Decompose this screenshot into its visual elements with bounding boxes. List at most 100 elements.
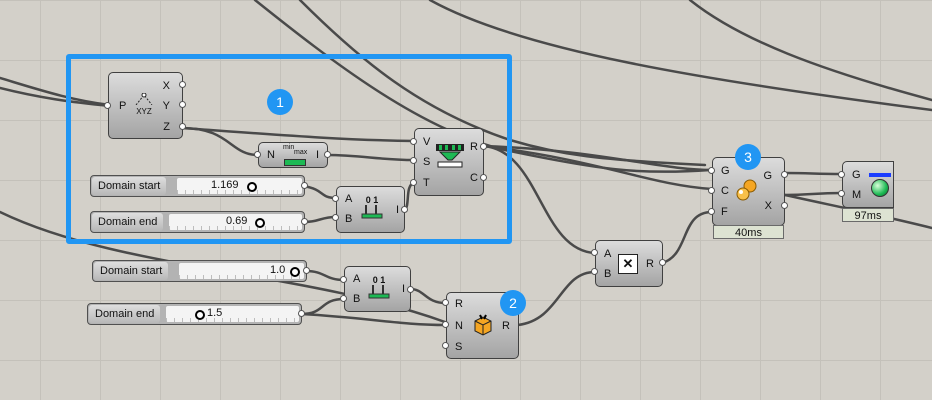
port-g-out: G [763,170,772,182]
domain-icon-label: 0 1 [365,195,379,205]
port-a: A [345,193,353,205]
input-grip[interactable] [410,157,417,164]
step-badge-1: 1 [267,89,293,115]
output-grip[interactable] [301,218,308,225]
bounds-node[interactable]: N I min max [258,142,328,168]
wire [481,144,714,172]
slider-label: Domain end [92,213,164,231]
port-m: M [852,189,862,201]
wire [516,270,597,327]
slider-value: 0.69 [226,215,248,227]
output-grip[interactable] [298,310,305,317]
wire [180,126,416,143]
wire [688,0,932,102]
output-grip[interactable] [407,286,414,293]
construct-domain-node-2[interactable]: A B I 0 1 [344,266,411,312]
output-grip[interactable] [179,81,186,88]
slider-label: Domain start [92,177,167,195]
port-i: I [401,283,405,295]
input-grip[interactable] [104,102,111,109]
port-f: F [721,206,728,218]
input-grip[interactable] [442,321,449,328]
output-grip[interactable] [480,174,487,181]
input-grip[interactable] [838,190,845,197]
port-x: X [162,80,170,92]
slider-label: Domain start [94,262,169,280]
sift-node[interactable]: V S T R C [414,128,484,196]
input-grip[interactable] [442,342,449,349]
input-grip[interactable] [591,268,598,275]
port-i: I [395,204,399,216]
port-n: N [455,320,463,332]
output-grip[interactable] [179,123,186,130]
port-b: B [604,268,612,280]
wire [783,191,844,197]
timer-label: 40ms [713,225,784,239]
funnel-icon [436,144,464,168]
output-grip[interactable] [781,171,788,178]
input-grip[interactable] [332,195,339,202]
domain-end-slider-1[interactable]: Domain end 0.69 [90,211,305,233]
slider-track[interactable] [179,263,304,279]
xyz-icon: XYZ [131,92,157,117]
domain-start-slider-2[interactable]: Domain start 1.0 [92,260,307,282]
port-c: C [721,185,729,197]
slider-track[interactable] [166,306,299,322]
slider-track[interactable] [169,214,302,230]
input-grip[interactable] [442,299,449,306]
port-a: A [353,273,361,285]
input-grip[interactable] [708,187,715,194]
slider-knob[interactable] [247,182,257,192]
port-a: A [604,248,612,260]
wire [300,297,346,316]
output-grip[interactable] [324,151,331,158]
input-grip[interactable] [340,295,347,302]
input-grip[interactable] [340,276,347,283]
input-grip[interactable] [838,171,845,178]
port-g: G [852,169,861,181]
wire [481,144,597,255]
slider-value: 1.0 [270,264,286,276]
port-t: T [423,177,430,189]
port-v: V [423,136,431,148]
output-grip[interactable] [303,267,310,274]
slider-track[interactable] [177,178,302,194]
dice-icon [474,314,492,336]
output-grip[interactable] [659,259,666,266]
port-c: C [470,172,478,184]
port-b: B [353,293,361,305]
input-grip[interactable] [254,151,261,158]
multiply-node[interactable]: A B R ✕ [595,240,663,287]
output-grip[interactable] [480,143,487,150]
slider-knob[interactable] [255,218,265,228]
input-grip[interactable] [410,179,417,186]
port-b: B [345,213,353,225]
slider-value: 1.169 [211,179,239,191]
step-badge-2: 2 [500,290,526,316]
port-r: R [455,298,463,310]
domain-end-slider-2[interactable]: Domain end 1.5 [87,303,302,325]
input-grip[interactable] [591,249,598,256]
input-grip[interactable] [708,208,715,215]
output-grip[interactable] [781,202,788,209]
construct-domain-node-1[interactable]: A B I 0 1 [336,186,405,233]
output-grip[interactable] [301,182,308,189]
port-y: Y [162,100,170,112]
input-grip[interactable] [410,138,417,145]
input-grip[interactable] [708,167,715,174]
output-grip[interactable] [179,101,186,108]
port-s: S [455,341,463,353]
multiply-symbol: ✕ [622,256,634,271]
slider-value: 1.5 [207,307,223,319]
domain-start-slider-1[interactable]: Domain start 1.169 [90,175,305,197]
wire [304,269,346,282]
output-grip[interactable] [401,206,408,213]
wire [660,210,714,265]
custom-preview-node[interactable]: G M [842,161,894,208]
slider-knob[interactable] [195,310,205,320]
slider-knob[interactable] [290,267,300,277]
input-grip[interactable] [332,214,339,221]
deconstruct-point-node[interactable]: P X Y Z XYZ [108,72,183,139]
port-g: G [721,165,730,177]
domain-icon: 0 1 [366,276,392,304]
